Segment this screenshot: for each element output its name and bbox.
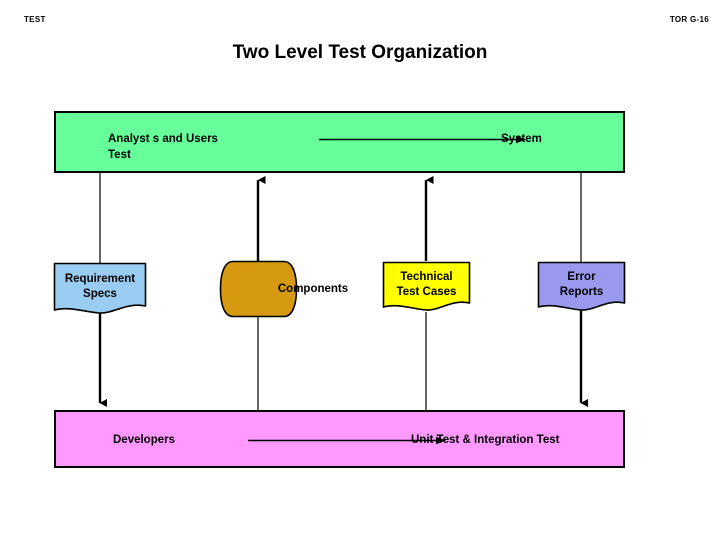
requirement-specs-node[interactable]: Requirement Specs <box>53 262 147 317</box>
unit-integration-test-label: Unit Test & Integration Test <box>411 434 560 446</box>
analysts-users-band: Analyst s and Users Test System <box>54 111 625 173</box>
requirement-specs-label: Requirement Specs <box>64 272 136 300</box>
developers-band: Developers Unit Test & Integration Test <box>54 410 625 468</box>
analysts-users-test-label: Analyst s and Users Test <box>108 133 218 161</box>
header-left-text: TEST <box>24 15 46 24</box>
components-node[interactable]: Components <box>219 260 348 318</box>
right-arrow-icon <box>248 436 446 445</box>
technical-test-cases-node[interactable]: Technical Test Cases <box>382 261 471 314</box>
developers-label: Developers <box>113 434 176 446</box>
page-title: Two Level Test Organization <box>232 42 488 63</box>
error-reports-label: Error Reports <box>559 271 604 298</box>
components-label: Components <box>277 282 349 295</box>
technical-test-cases-label: Technical Test Cases <box>396 271 457 298</box>
right-arrow-icon <box>319 135 526 144</box>
error-reports-node[interactable]: Error Reports <box>537 261 626 314</box>
header-right-text: TOR G-16 <box>669 15 709 24</box>
